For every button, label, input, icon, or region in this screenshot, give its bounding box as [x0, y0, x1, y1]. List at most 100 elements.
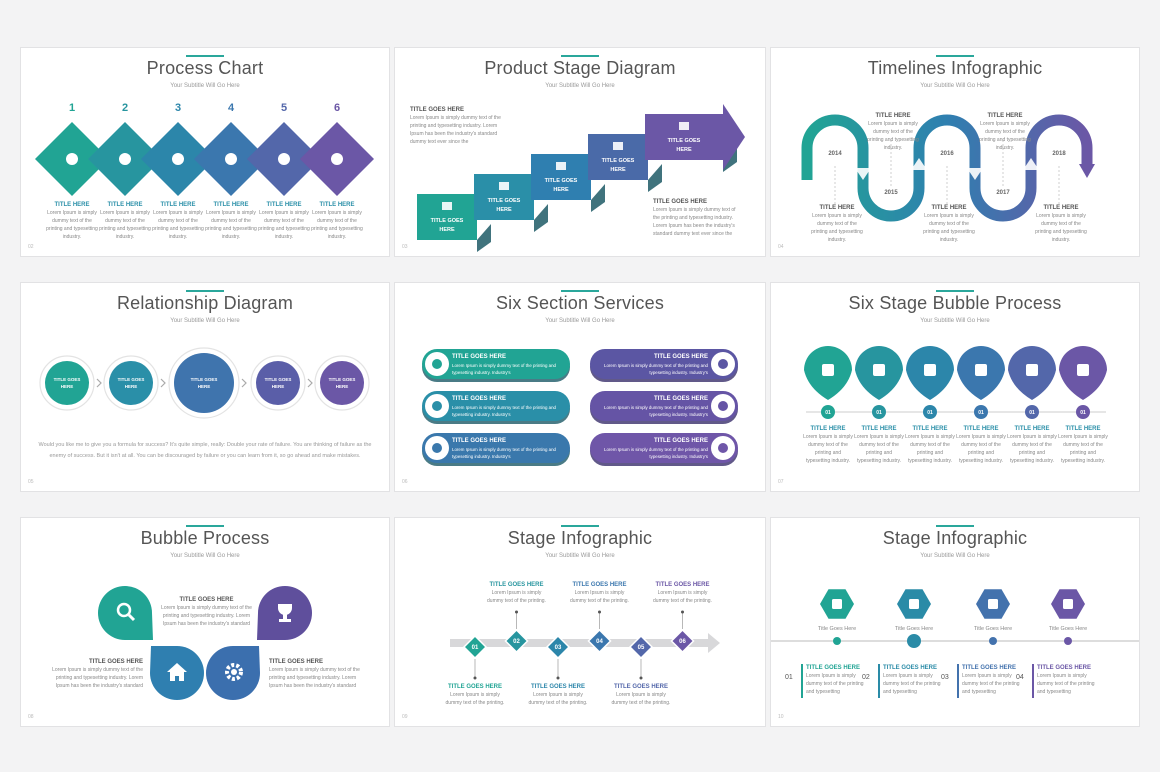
- slide-title: Stage Infographic: [395, 525, 765, 549]
- pill-title: TITLE GOES HERE: [654, 354, 708, 360]
- pill-title: TITLE GOES HERE: [452, 438, 506, 444]
- chevron-right-icon: [307, 378, 313, 388]
- slide-product-stage[interactable]: Product Stage Diagram Your Subtitle Will…: [395, 48, 765, 256]
- node-label: TITLE GOES: [118, 377, 145, 382]
- step-caption: TITLE HERE Lorem Ipsum is simply dummy te…: [98, 201, 152, 241]
- grid-icon: [442, 202, 452, 210]
- slide-timelines[interactable]: Timelines Infographic Your Subtitle Will…: [771, 48, 1139, 256]
- caption-title: TITLE HERE: [266, 202, 302, 208]
- caption-title: TITLE HERE: [107, 202, 143, 208]
- team-icon: [432, 359, 442, 369]
- magnifier-icon: [331, 153, 343, 165]
- caption-title: TITLE HERE: [912, 426, 948, 432]
- bank-icon: [873, 364, 885, 376]
- relationship-node: [256, 361, 300, 405]
- svg-text:01: 01: [876, 410, 882, 416]
- pill-title: TITLE GOES HERE: [654, 438, 708, 444]
- hexagon-label: Title Goes Here: [1048, 626, 1088, 632]
- cloud-download-icon: [119, 153, 131, 165]
- stage-box: [417, 194, 477, 240]
- stage-label: TITLE GOES: [545, 178, 578, 184]
- caption-body: Lorem Ipsum is simply dummy text of the …: [205, 210, 257, 240]
- year-label: 2017: [996, 190, 1010, 196]
- service-pill-right: [590, 433, 738, 463]
- svg-text:typesetting industry. Industry: typesetting industry. Industry's: [452, 454, 511, 459]
- stage-label: HERE: [553, 187, 569, 193]
- node-label: TITLE GOES: [265, 377, 292, 382]
- caption-title: TITLE GOES HERE: [530, 684, 585, 690]
- body-text: Would you like me to give you a formula …: [38, 442, 372, 459]
- heart-icon: [225, 153, 237, 165]
- lock-icon: [832, 599, 842, 609]
- step-badge: [923, 405, 937, 419]
- caption-body: Lorem Ipsum is simply dummy text of the …: [99, 210, 151, 240]
- svg-text:Lorem Ipsum is simply dummy te: Lorem Ipsum is simply dummy text of the …: [452, 363, 557, 368]
- slide-six-stage-bubble[interactable]: Six Stage Bubble Process Your Subtitle W…: [771, 283, 1139, 491]
- step-diamond: [628, 634, 654, 660]
- step-badge: [821, 405, 835, 419]
- pill-title: TITLE GOES HERE: [452, 396, 506, 402]
- unlock-icon: [1063, 599, 1073, 609]
- year-label: 2016: [940, 151, 954, 157]
- timeline-dot: [907, 634, 921, 648]
- caption-body: Lorem Ipsum is simply dummy text of the …: [962, 673, 1020, 695]
- group-icon: [432, 443, 442, 453]
- step-number: 01: [785, 674, 793, 681]
- slide-title: Six Stage Bubble Process: [771, 290, 1139, 314]
- hexagon-label: Title Goes Here: [973, 626, 1013, 632]
- slide-stage-infographic-2[interactable]: Stage Infographic Your Subtitle Will Go …: [771, 518, 1139, 726]
- pill-title: TITLE GOES HERE: [654, 396, 708, 402]
- stage-label: TITLE GOES: [602, 158, 635, 164]
- caption-title: TITLE GOES HERE: [572, 582, 627, 588]
- image-icon: [556, 162, 566, 170]
- caption-title: TITLE HERE: [1014, 426, 1050, 432]
- service-pill-left: [422, 391, 570, 421]
- stage-label: TITLE GOES: [488, 198, 521, 204]
- caption-title: TITLE HERE: [213, 202, 249, 208]
- service-pill-left: [422, 349, 570, 379]
- svg-text:Lorem Ipsum is simply dummy te: Lorem Ipsum is simply dummy text of the …: [604, 363, 709, 368]
- target-icon: [718, 401, 728, 411]
- step-number: 2: [122, 102, 128, 114]
- pill-title: TITLE GOES HERE: [452, 354, 506, 360]
- slide-stage-infographic-1[interactable]: Stage Infographic Your Subtitle Will Go …: [395, 518, 765, 726]
- svg-text:01: 01: [978, 410, 984, 416]
- step-number: 1: [69, 102, 75, 114]
- user-icon: [66, 153, 78, 165]
- slide-six-section[interactable]: Six Section Services Your Subtitle Will …: [395, 283, 765, 491]
- page-number: 08: [28, 714, 34, 720]
- year-label: 2014: [828, 151, 842, 157]
- image-file-icon: [975, 364, 987, 376]
- caption-body: Lorem Ipsum is simply dummy text of the …: [1007, 434, 1057, 464]
- slide-relationship[interactable]: Relationship Diagram Your Subtitle Will …: [21, 283, 389, 491]
- page-number: 06: [402, 479, 408, 485]
- svg-text:01: 01: [1080, 410, 1086, 416]
- caption-body: Lorem Ipsum is simply dummy text of the …: [923, 213, 975, 243]
- slide-bubble-process[interactable]: Bubble Process Your Subtitle Will Go Her…: [21, 518, 389, 726]
- svg-text:HERE: HERE: [125, 384, 138, 389]
- stage-label: HERE: [676, 147, 692, 153]
- caption-title: TITLE HERE: [1065, 426, 1101, 432]
- slide-title: Process Chart: [21, 55, 389, 79]
- page-number: 10: [778, 714, 784, 720]
- caption-title: TITLE GOES HERE: [1037, 665, 1092, 671]
- slide-process-chart[interactable]: Process Chart Your Subtitle Will Go Here…: [21, 48, 389, 256]
- caption-title: TITLE GOES HERE: [655, 582, 710, 588]
- caption-body: Lorem Ipsum is simply dummy text of the …: [611, 692, 671, 706]
- caption-title: TITLE HERE: [931, 205, 967, 211]
